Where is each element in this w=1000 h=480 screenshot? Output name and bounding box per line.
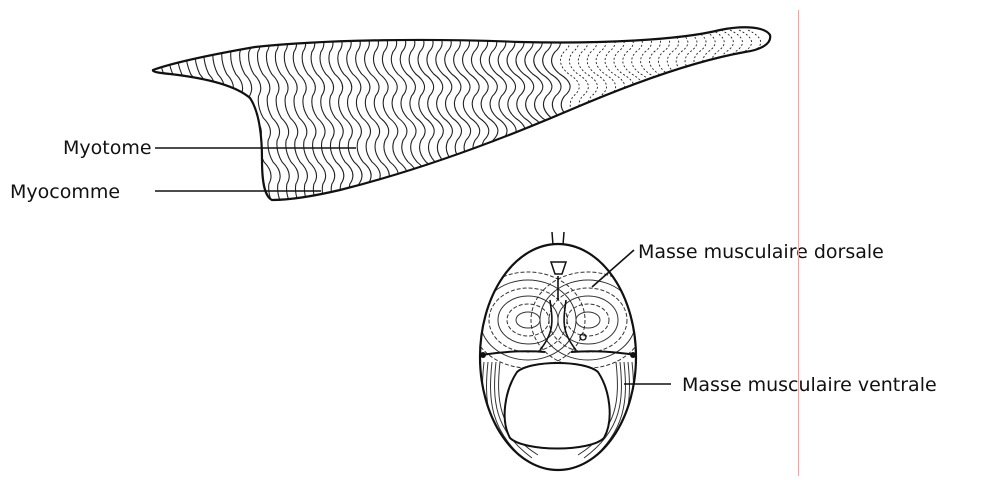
dorsal-contour [567, 304, 609, 336]
myomere-line [145, 30, 190, 228]
myomere-line [550, 30, 599, 228]
myomere-line [532, 30, 581, 228]
myomere-line [496, 30, 545, 228]
fish-lateral-view [145, 27, 799, 228]
myomere-line [505, 30, 554, 228]
myomere-line [415, 30, 463, 228]
myomere-line [676, 30, 727, 228]
myomere-line [586, 30, 636, 228]
myomere-line [352, 30, 399, 228]
myomere-line [469, 30, 517, 228]
myomere-line [640, 30, 690, 228]
myomere-line [406, 30, 454, 228]
dorsal-contour [507, 304, 549, 336]
myomere-line [604, 30, 654, 228]
myomere-line [577, 30, 626, 228]
myomere-line [559, 30, 608, 228]
dorsal-contour [516, 312, 540, 328]
myomere-lines [145, 30, 799, 228]
myomere-line [712, 30, 763, 228]
myomere-line [361, 30, 408, 228]
myomere-line [631, 30, 681, 228]
dorsal-contour [549, 288, 627, 352]
myomere-line [568, 30, 617, 228]
myomere-line [747, 30, 799, 228]
myomere-line [595, 30, 645, 228]
myomere-line [442, 30, 490, 228]
myomere-line [694, 30, 745, 228]
myomere-line [721, 30, 772, 228]
neural-tube [551, 262, 566, 274]
myomere-line [460, 30, 508, 228]
myomere-line [370, 30, 417, 228]
page-margin-line [798, 10, 799, 476]
myomere-line [738, 30, 790, 228]
myomere-line [730, 30, 782, 228]
septum-end-left [480, 352, 486, 358]
dorsal-contour [576, 312, 600, 328]
dorsal-contour [489, 288, 567, 352]
label-myocomme: Myocomme [10, 181, 120, 203]
label-dorsal-muscle-mass: Masse musculaire dorsale [638, 241, 884, 263]
myomere-line [397, 30, 444, 228]
fish-cross-section [471, 232, 645, 470]
body-cavity [505, 363, 610, 449]
dorsal-mass-leader-line [592, 250, 634, 287]
label-myotome: Myotome [63, 137, 152, 159]
septum-end-right [630, 352, 636, 358]
label-ventral-muscle-mass: Masse musculaire ventrale [682, 374, 937, 396]
myomere-line [487, 30, 535, 228]
myomere-line [388, 30, 435, 228]
fish-body-outline [153, 27, 770, 200]
myomere-line [649, 30, 699, 228]
myomere-line [379, 30, 426, 228]
myomere-line [658, 30, 708, 228]
myomere-line [433, 30, 481, 228]
myomere-line [478, 30, 526, 228]
myomere-line [523, 30, 572, 228]
myomere-line [424, 30, 472, 228]
myomere-line [451, 30, 499, 228]
myomere-line [613, 30, 663, 228]
myomere-line [541, 30, 590, 228]
myomere-line [622, 30, 672, 228]
lateral-vessel [580, 334, 586, 340]
